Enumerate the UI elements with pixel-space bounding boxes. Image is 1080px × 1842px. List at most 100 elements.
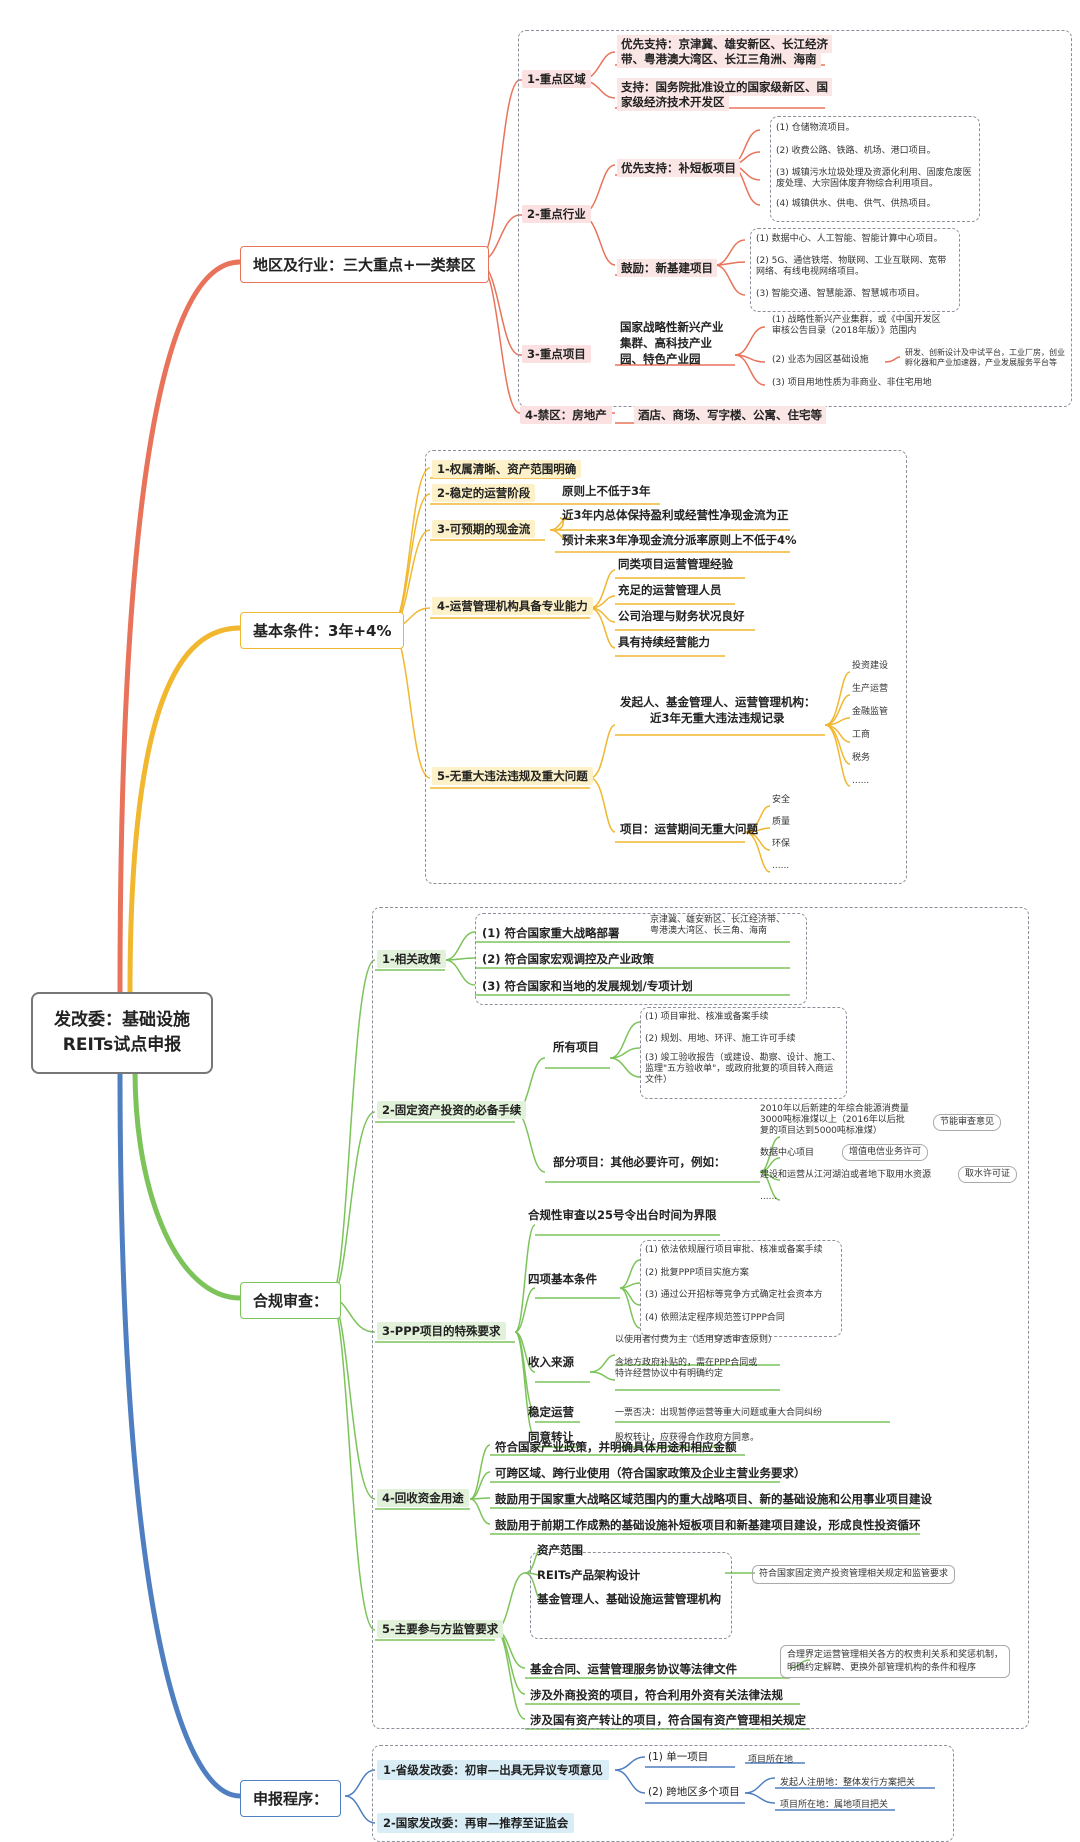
industry-priority: 优先支持：补短板项目 — [617, 159, 740, 178]
p5-item-5: 涉及外商投资的项目，符合利用外资有关法律法规 — [530, 1688, 783, 1702]
p5-item-2: REITs产品架构设计 — [537, 1568, 641, 1582]
region-area-item-1a: 优先支持：京津冀、雄安新区、长江经济 — [617, 35, 832, 54]
p3b-item-1: (1) 依法依规履行项目审批、核准或备案手续 — [645, 1245, 823, 1255]
comp-p1-note-2: 粤港澳大湾区、长三角、海南 — [650, 926, 768, 936]
p2-all-item-3c: 文件） — [645, 1075, 673, 1085]
p5-note-2: 合理界定运营管理相关各方的权责利关系和奖惩机制， 明确约定解聘、更换外部管理机构… — [780, 1645, 1011, 1679]
root-node[interactable]: 发改委：基础设施 REITs试点申报 — [31, 992, 213, 1074]
basic-c3a: 近3年内总体保持盈利或经营性净现金流为正 — [562, 508, 789, 522]
basic-c5a-item-4: 工商 — [852, 730, 871, 740]
apply-a: (1) 单一项目 — [648, 1751, 709, 1763]
encourage-items-box — [750, 228, 960, 312]
p2-part-item-4: ...... — [760, 1192, 778, 1202]
basic-c4: 4-运营管理机构具备专业能力 — [432, 597, 593, 616]
policy-box — [475, 913, 807, 1005]
encourage-item-2a: (2) 5G、通信铁塔、物联网、工业互联网、宽带 — [756, 256, 947, 266]
basic-c1: 1-权属清晰、资产范围明确 — [432, 460, 582, 479]
region-area-item-2a: 支持：国务院批准设立的国家级新区、国 — [617, 78, 832, 97]
priority-item-3b: 废处理、大宗固体废弃物综合利用项目。 — [776, 179, 939, 189]
project-item-1b: 审核公告目录（2018年版）》范围内 — [772, 326, 917, 336]
priority-item-3a: (3) 城镇污水垃圾处理及资源化利用、固废危废医 — [776, 168, 972, 178]
p2-part-item-1a: 2010年以后新建的年综合能源消费量 — [760, 1104, 909, 1114]
p2-part-item-1c: 复的项目达到5000吨标准煤） — [760, 1126, 882, 1136]
apply-s2: 2-国家发改委：再审—推荐至证监会 — [377, 1813, 575, 1834]
participants-box — [530, 1552, 732, 1639]
region-ban-items: 酒店、商场、写字楼、公寓、住宅等 — [634, 406, 826, 425]
comp-p3c: 收入来源 — [528, 1355, 574, 1369]
p2-part-item-2: 数据中心项目 — [760, 1148, 815, 1158]
p2-note-energy: 节能审查意见 — [933, 1114, 1002, 1132]
comp-p5: 5-主要参与方监管要求 — [377, 1620, 504, 1639]
p3e-item: 股权转让，应获得合作政府方同意。 — [615, 1433, 760, 1443]
ppp-conditions-box — [640, 1240, 842, 1337]
p2-part-item-1b: 3000吨标准煤以上（2016年以后批 — [760, 1115, 905, 1125]
comp-p1-note-1: 京津冀、雄安新区、长江经济带、 — [650, 915, 786, 925]
basic-c2a: 原则上不低于3年 — [562, 484, 651, 498]
project-detail-1: 研发、创新设计及中试平台，工业厂房，创业 — [905, 348, 1065, 357]
p2-note-telecom: 增值电信业务许可 — [842, 1144, 929, 1162]
region-industry-label: 2-重点行业 — [522, 205, 591, 224]
basic-c4-item-1: 同类项目运营管理经验 — [618, 557, 733, 571]
project-item-3: (3) 项目用地性质为非商业、非住宅用地 — [772, 378, 932, 388]
region-project-label: 3-重点项目 — [522, 345, 591, 364]
project-name-3: 园、特色产业园 — [620, 352, 701, 366]
p2-all-item-3a: (3) 竣工验收报告（或建设、勘察、设计、施工、 — [645, 1053, 841, 1063]
basic-c5a-item-6: ...... — [852, 776, 870, 786]
project-item-1a: (1) 战略性新兴产业集群，或《中国开发区 — [772, 315, 941, 325]
p3d-item: 一票否决：出现暂停运营等重大问题或重大合同纠纷 — [615, 1408, 823, 1418]
p2-all-item-3b: 监理"五方验收单"，或政府批复的项目转入商运 — [645, 1064, 834, 1074]
p3b-item-2: (2) 批复PPP项目实施方案 — [645, 1268, 749, 1278]
comp-p3: 3-PPP项目的特殊要求 — [377, 1322, 506, 1341]
basic-c5a-item-5: 税务 — [852, 753, 871, 763]
p5-item-4: 基金合同、运营管理服务协议等法律文件 — [530, 1662, 737, 1676]
branch-apply[interactable]: 申报程序： — [240, 1780, 342, 1817]
p5-note-2a: 合理界定运营管理相关各方的权责利关系和奖惩机制， — [787, 1650, 1004, 1660]
branch-region[interactable]: 地区及行业：三大重点+一类禁区 — [240, 246, 489, 283]
comp-p3e: 同意转让 — [528, 1430, 574, 1444]
priority-items-box — [770, 116, 980, 222]
industry-encourage: 鼓励：新基建项目 — [617, 259, 717, 278]
comp-p3a: 合规性审查以25号令出台时间为界限 — [528, 1208, 717, 1222]
basic-c4-item-4: 具有持续经营能力 — [618, 635, 710, 649]
p5-item-1: 资产范围 — [537, 1543, 583, 1557]
branch-basic[interactable]: 基本条件：3年+4% — [240, 612, 405, 649]
encourage-item-3: (3) 智能交通、智慧能源、智慧城市项目。 — [756, 289, 925, 299]
basic-c3: 3-可预期的现金流 — [432, 520, 536, 539]
comp-p1: 1-相关政策 — [377, 950, 446, 969]
encourage-item-2b: 网络、有线电视网络项目。 — [756, 267, 865, 277]
basic-c5a-1: 发起人、基金管理人、运营管理机构： — [620, 695, 816, 709]
p5-note-1: 符合国家固定资产投资管理相关规定和监管要求 — [752, 1565, 956, 1585]
basic-c4-item-3: 公司治理与财务状况良好 — [618, 609, 745, 623]
basic-c5a-item-2: 生产运营 — [852, 684, 889, 694]
basic-c5a-item-3: 金融监管 — [852, 707, 889, 717]
comp-p1-item-2: (2) 符合国家宏观调控及产业政策 — [482, 952, 655, 966]
comp-p4: 4-回收资金用途 — [377, 1489, 469, 1508]
p3c-item-2a: 含地方政府补贴的，需在PPP合同或 — [615, 1358, 758, 1368]
region-area-item-1b: 带、粤港澳大湾区、长江三角洲、海南 — [617, 50, 821, 69]
p5-item-3: 基金管理人、基础设施运营管理机构 — [537, 1592, 721, 1606]
basic-c4-item-2: 充足的运营管理人员 — [618, 583, 722, 597]
basic-c5a-item-1: 投资建设 — [852, 661, 889, 671]
p4-item-3: 鼓励用于国家重大战略区域范围内的重大战略项目、新的基础设施和公用事业项目建设 — [495, 1492, 932, 1506]
project-item-2: (2) 业态为园区基础设施 — [772, 355, 869, 365]
p3b-item-3: (3) 通过公开招标等竞争方式确定社会资本方 — [645, 1290, 823, 1300]
comp-p2: 2-固定资产投资的必备手续 — [377, 1101, 527, 1120]
basic-c5b: 项目：运营期间无重大问题 — [620, 822, 758, 836]
region-ban-label: 4-禁区：房地产 — [520, 406, 612, 425]
p4-item-2: 可跨区域、跨行业使用（符合国家政策及企业主营业务要求） — [495, 1466, 806, 1480]
root-title-line2: REITs试点申报 — [62, 1035, 182, 1055]
comp-p2-all: 所有项目 — [553, 1040, 599, 1054]
branch-compliance[interactable]: 合规审查： — [240, 1282, 342, 1319]
basic-c5a-2: 近3年无重大违法违规记录 — [650, 711, 785, 725]
p2-all-item-2: (2) 规划、用地、环评、施工许可手续 — [645, 1034, 796, 1044]
basic-group-box — [425, 450, 907, 884]
priority-item-1: (1) 仓储物流项目。 — [776, 123, 855, 133]
project-detail-2: 孵化器和产业加速器，产业发展服务平台等 — [905, 358, 1057, 367]
basic-c5b-item-3: 环保 — [772, 839, 791, 849]
basic-c5: 5-无重大违法违规及重大问题 — [432, 767, 593, 786]
basic-c5b-item-1: 安全 — [772, 795, 791, 805]
basic-c5b-item-2: 质量 — [772, 817, 791, 827]
encourage-item-1: (1) 数据中心、人工智能、智能计算中心项目。 — [756, 234, 943, 244]
apply-b-note-1: 发起人注册地：整体发行方案把关 — [780, 1778, 916, 1788]
